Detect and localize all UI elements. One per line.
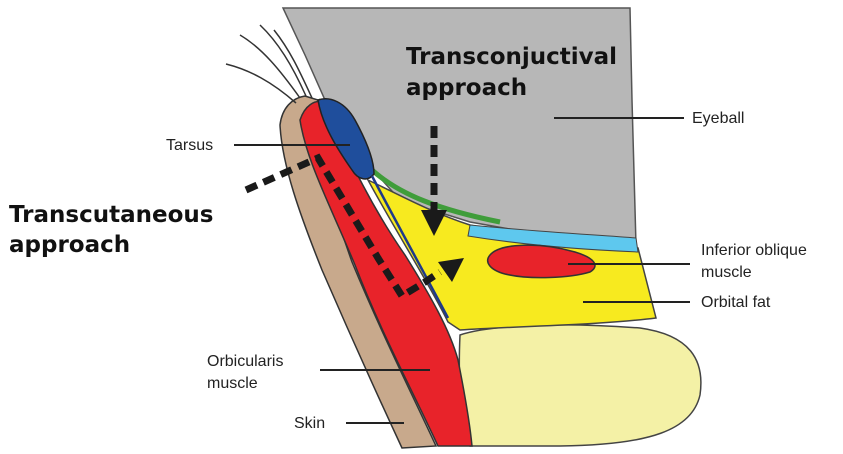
orbital-fat-label: Orbital fat	[701, 294, 771, 311]
transconjunctival-label-line2: approach	[406, 75, 527, 101]
inferior-oblique-label-line2: muscle	[701, 264, 752, 281]
orbicularis-label-line2: muscle	[207, 375, 258, 392]
skin-label: Skin	[294, 415, 325, 432]
transcutaneous-label-line1: Transcutaneous	[9, 202, 213, 228]
tarsus-label: Tarsus	[166, 137, 213, 154]
transconjunctival-label-line1: Transconjuctival	[406, 44, 617, 70]
transcutaneous-label-line2: approach	[9, 232, 130, 258]
orbicularis-label-line1: Orbicularis	[207, 353, 283, 370]
eyeball-label: Eyeball	[692, 110, 744, 127]
inferior-oblique-label-line1: Inferior oblique	[701, 242, 807, 259]
bone-shape	[459, 325, 701, 446]
